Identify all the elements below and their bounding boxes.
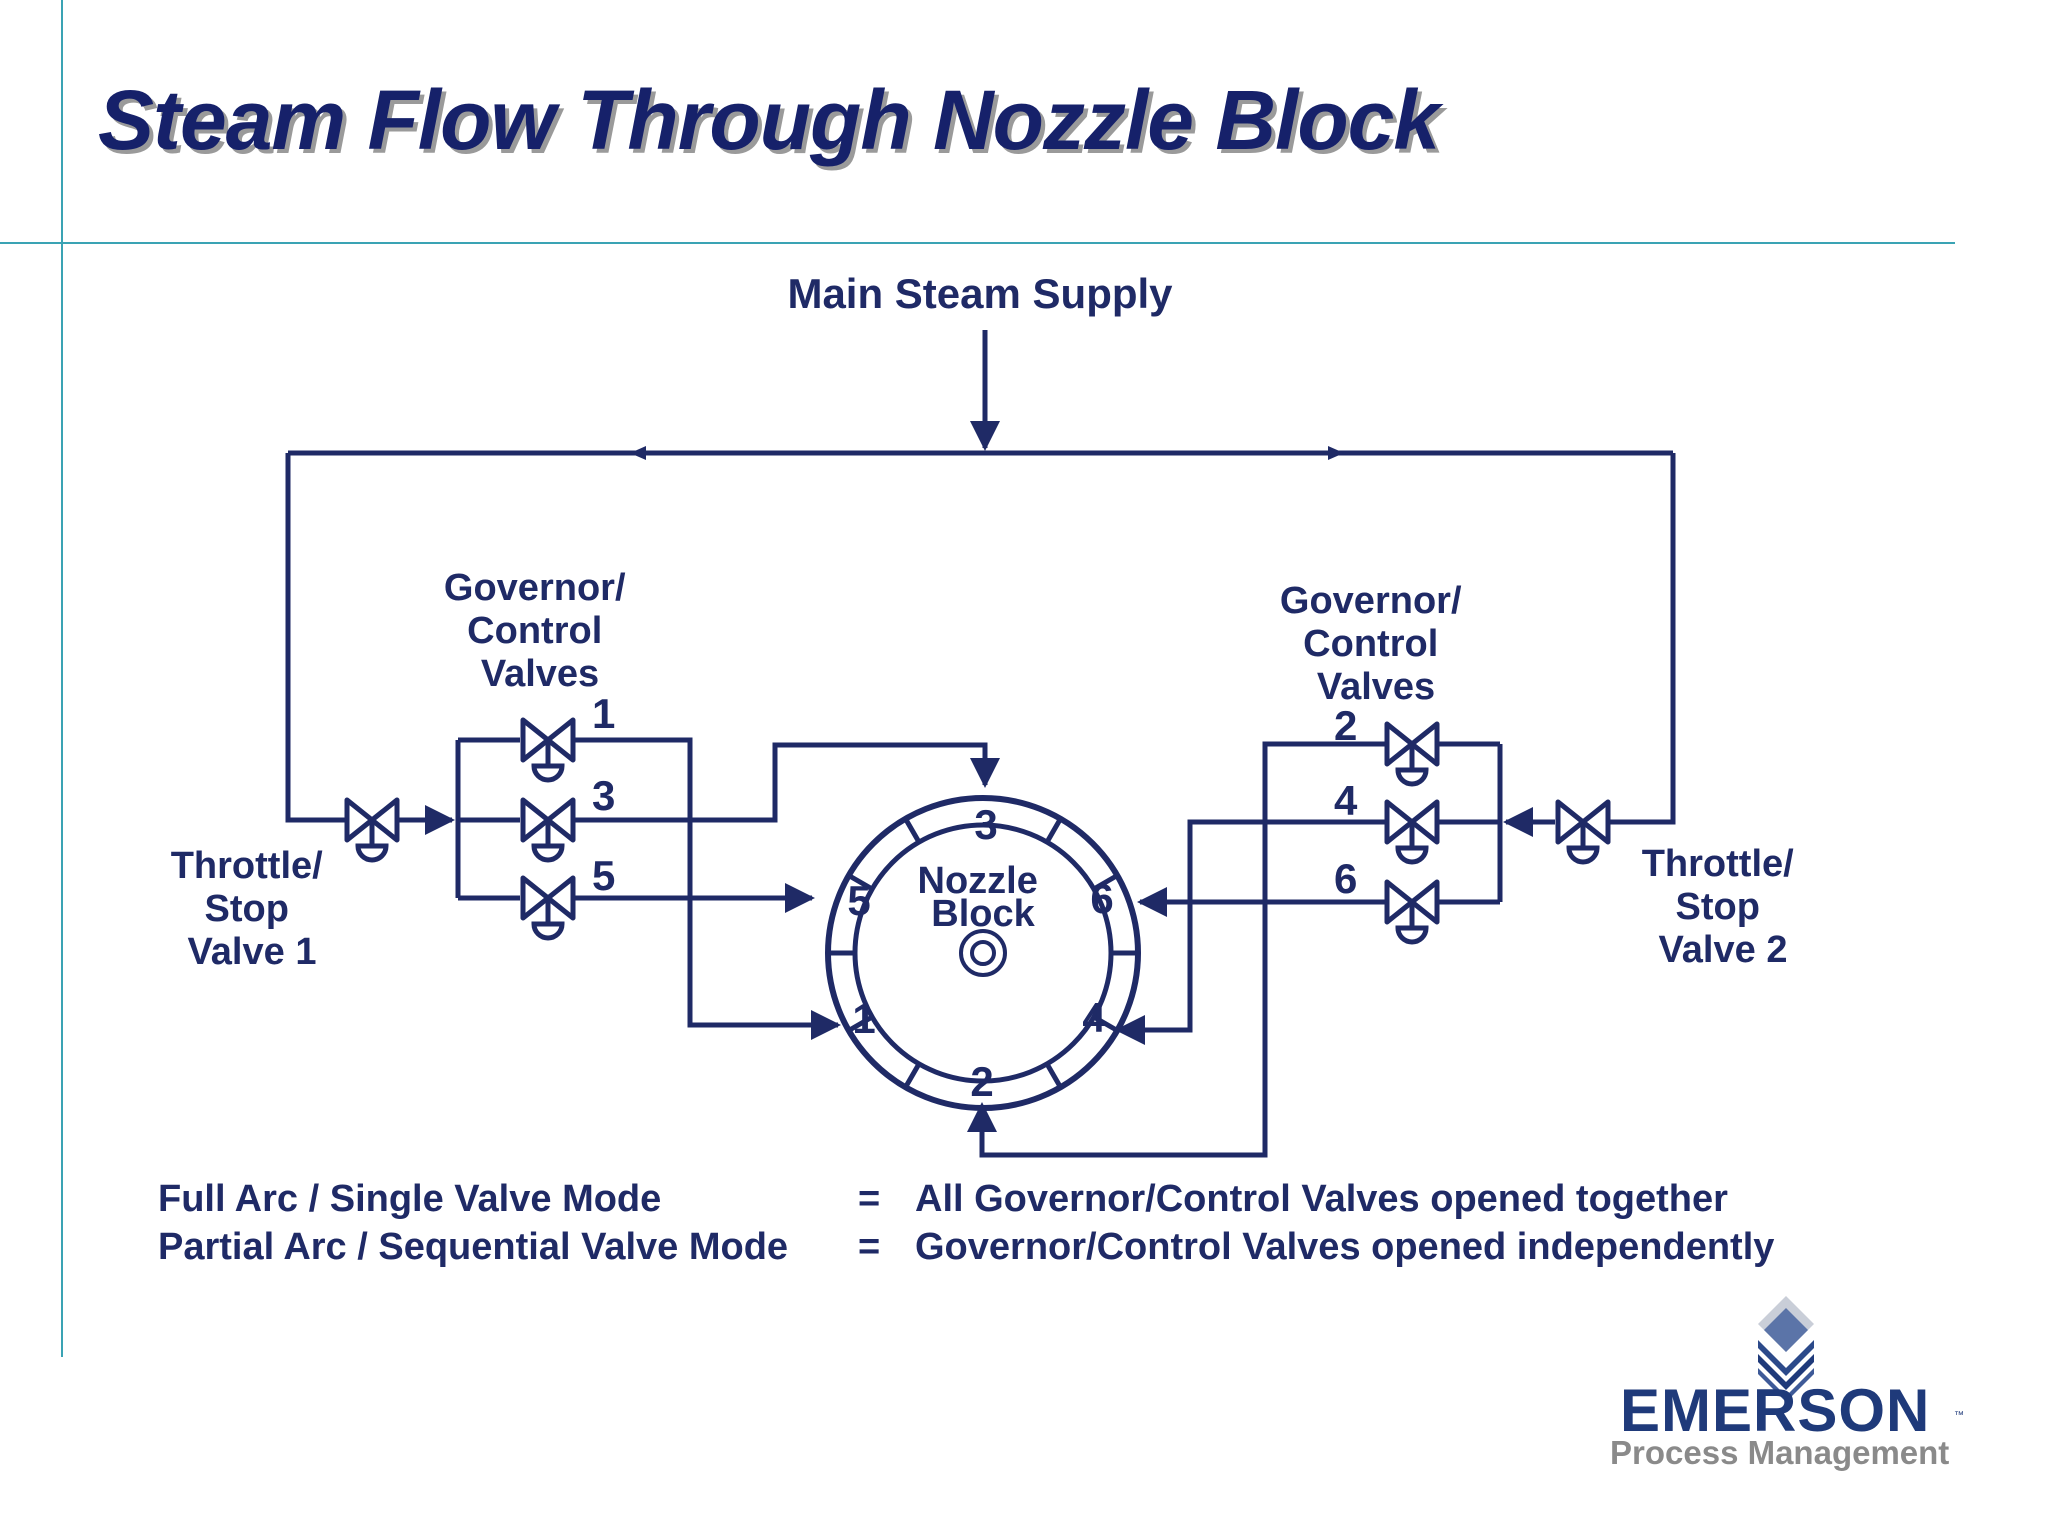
- mode-row-partial-arc: Partial Arc / Sequential Valve Mode: [158, 1226, 788, 1269]
- emerson-wordmark: EMERSON: [1620, 1377, 1931, 1444]
- nozzle-numbers: 3 5 6 1 4 2: [847, 801, 1113, 1105]
- process-management-tagline: Process Management: [1610, 1434, 1950, 1471]
- mode-equals-1: =: [858, 1178, 881, 1220]
- mode-desc-1: All Governor/Control Valves opened toget…: [915, 1178, 1728, 1220]
- ring-division: [1044, 817, 1063, 844]
- throttle-stop-valve-1-icon: [347, 800, 397, 860]
- valve-number-5: 5: [592, 852, 615, 899]
- valve-numbers: 1 3 5 2 4 6: [592, 690, 1358, 902]
- nozzle-number-4: 4: [1082, 994, 1106, 1041]
- mode-row-full-arc: Full Arc / Single Valve Mode: [158, 1178, 661, 1221]
- valve-number-3: 3: [592, 772, 615, 819]
- governor-valve-1-icon: [523, 720, 573, 780]
- ring-division: [1044, 1062, 1063, 1089]
- vertical-rule: [61, 0, 63, 1357]
- nozzle-number-2: 2: [970, 1058, 993, 1105]
- nozzle-number-3: 3: [974, 801, 997, 848]
- ring-division: [847, 873, 874, 892]
- valve-number-4: 4: [1334, 777, 1358, 824]
- throttle-stop-valve-1-label: Throttle/ Stop Valve 1: [171, 845, 334, 973]
- horizontal-rule: [0, 242, 1955, 244]
- throttle-stop-valve-2-icon: [1558, 802, 1608, 862]
- pipe-network: [285, 330, 1676, 1158]
- shaft-icon: [959, 929, 1007, 977]
- ring-division: [847, 1014, 874, 1033]
- pipe-valve4-to-nozzle4: [1115, 819, 1385, 1045]
- trademark-mark: ™: [1954, 1410, 1964, 1421]
- right-feed-pipe: [1610, 453, 1676, 825]
- governor-valve-3-icon: [523, 800, 573, 860]
- emerson-logo-icon: [1758, 1296, 1814, 1402]
- governor-valves-right-label: Governor/ Control Valves: [1280, 580, 1472, 708]
- governor-valve-6-icon: [1387, 882, 1437, 942]
- pipe-valve3-to-nozzle3: [575, 742, 1000, 823]
- left-feed-pipe: [285, 453, 345, 823]
- governor-valve-5-icon: [523, 878, 573, 938]
- ring-division: [1092, 1014, 1119, 1033]
- throttle-stop-valve-2-label: Throttle/ Stop Valve 2: [1642, 843, 1805, 971]
- governor-valve-4-icon: [1387, 802, 1437, 862]
- pipe-valve1-to-nozzle1: [575, 737, 841, 1040]
- pipe-valve2-to-nozzle2: [967, 741, 1385, 1158]
- governor-valve-2-icon: [1387, 724, 1437, 784]
- mode-name: Partial Arc / Sequential Valve Mode: [158, 1226, 789, 1268]
- governor-valves-left-label: Governor/ Control Valves: [444, 567, 636, 695]
- main-steam-supply-label: Main Steam Supply: [787, 270, 1173, 317]
- nozzle-block-ring: [825, 795, 1141, 1111]
- slide-title: Steam Flow Through Nozzle Block: [98, 73, 1440, 167]
- ring-division: [903, 817, 922, 844]
- ring-division: [903, 1062, 922, 1089]
- valve-number-2: 2: [1334, 702, 1357, 749]
- mode-desc-2: Governor/Control Valves opened independe…: [915, 1226, 1775, 1268]
- mode-name: Full Arc / Single Valve Mode: [158, 1178, 662, 1220]
- nozzle-block-label: Nozzle Block: [918, 860, 1049, 935]
- nozzle-number-1: 1: [852, 995, 875, 1042]
- header-direction-arrows: [630, 446, 1344, 460]
- nozzle-number-6: 6: [1090, 875, 1113, 922]
- nozzle-number-5: 5: [847, 877, 870, 924]
- valve-number-6: 6: [1334, 855, 1357, 902]
- mode-equals-2: =: [858, 1226, 881, 1268]
- valve-number-1: 1: [592, 690, 615, 737]
- ring-division: [1092, 873, 1119, 892]
